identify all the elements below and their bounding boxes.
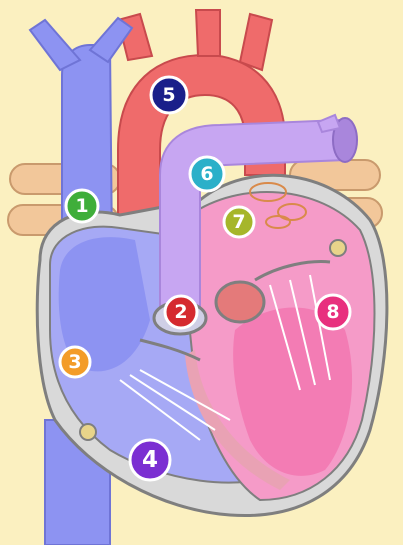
label-1: 1 xyxy=(66,190,98,222)
label-7: 7 xyxy=(224,207,254,237)
label-7-text: 7 xyxy=(232,211,245,233)
label-6-text: 6 xyxy=(200,163,213,185)
label-8: 8 xyxy=(316,295,350,329)
aorta-branch-2 xyxy=(196,10,220,56)
label-8-text: 8 xyxy=(326,301,339,323)
label-5-text: 5 xyxy=(162,84,175,106)
label-5: 5 xyxy=(151,77,187,113)
label-2: 2 xyxy=(165,296,197,328)
label-2-text: 2 xyxy=(174,301,187,323)
av-node xyxy=(330,240,346,256)
label-1-text: 1 xyxy=(75,195,88,217)
label-6: 6 xyxy=(190,157,224,191)
sa-node xyxy=(80,424,96,440)
label-4: 4 xyxy=(130,440,170,480)
aortic-valve xyxy=(216,282,264,322)
label-3: 3 xyxy=(60,347,90,377)
label-4-text: 4 xyxy=(142,447,158,473)
label-3-text: 3 xyxy=(68,351,81,373)
